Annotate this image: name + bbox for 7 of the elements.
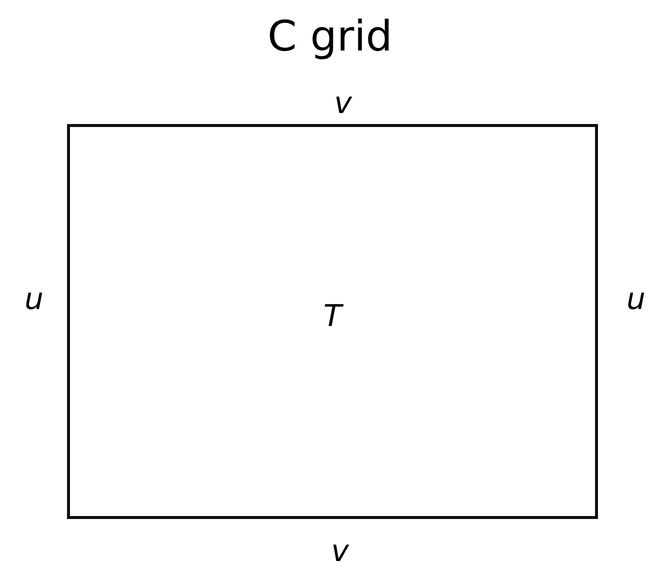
grid-cell [67,124,598,519]
title: C grid [268,12,392,60]
variable-label: v [334,89,352,119]
variable-label: u [626,285,646,315]
variable-label: u [24,285,44,315]
cell-center-label: T [323,302,342,332]
variable-label: v [331,537,349,567]
